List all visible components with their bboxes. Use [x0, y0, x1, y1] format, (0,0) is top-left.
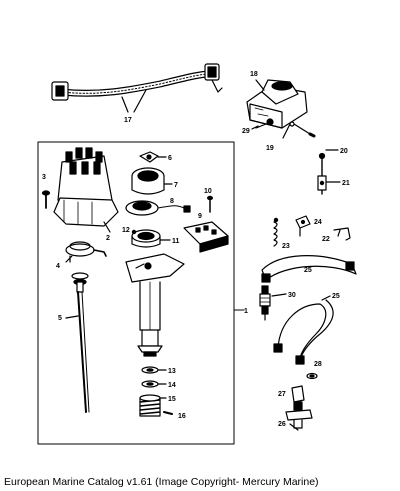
callout-30: 30: [288, 292, 296, 299]
callout-26: 26: [278, 421, 286, 428]
rotor: [139, 151, 167, 163]
callout-27: 27: [278, 391, 286, 398]
roll-pin: [163, 411, 173, 415]
drive-gear: [139, 394, 167, 417]
callout-21: 21: [342, 180, 350, 187]
callout-8: 8: [170, 198, 174, 205]
pickup-coil: [125, 200, 191, 216]
callout-1: 1: [244, 308, 248, 315]
washer-13: [141, 366, 167, 374]
ignition-module: [183, 195, 229, 253]
callout-23: 23: [282, 243, 290, 250]
clip: [295, 215, 311, 237]
ignition-coil: [246, 79, 316, 139]
washer-14: [141, 380, 167, 388]
callout-13: 13: [168, 368, 176, 375]
callout-16: 16: [178, 413, 186, 420]
callout-22: 22: [322, 236, 330, 243]
cap-screw: [41, 190, 51, 209]
callout-17: 17: [124, 117, 132, 124]
seal-ring: [306, 372, 318, 380]
callout-19: 19: [266, 145, 274, 152]
callout-9: 9: [198, 213, 202, 220]
callout-14: 14: [168, 382, 176, 389]
bracket: [317, 149, 341, 195]
callout-6: 6: [168, 155, 172, 162]
callout-18: 18: [250, 71, 258, 78]
callout-15: 15: [168, 396, 176, 403]
callout-11: 11: [172, 238, 180, 245]
callout-10: 10: [204, 188, 212, 195]
pole-piece: [131, 229, 171, 248]
hook: [333, 227, 351, 241]
image-caption: European Marine Catalog v1.61 (Image Cop…: [4, 476, 319, 488]
upper-housing: [131, 167, 173, 195]
retainer-lower: [273, 295, 334, 365]
distributor-assembly-frame: [37, 141, 235, 445]
hold-down-clamp: [65, 241, 107, 263]
callout-25a: 25: [304, 267, 312, 274]
distributor-housing: [125, 253, 185, 357]
callout-29: 29: [242, 128, 250, 135]
wiring-harness: [51, 63, 223, 113]
retainer-upper: [261, 255, 357, 283]
callout-12: 12: [122, 227, 130, 234]
callout-3: 3: [42, 174, 46, 181]
distributor-shaft: [65, 272, 90, 413]
callout-7: 7: [174, 182, 178, 189]
callout-20: 20: [340, 148, 348, 155]
spring: [273, 217, 279, 247]
callout-24: 24: [314, 219, 322, 226]
distributor-cap: [53, 147, 119, 233]
callout-2: 2: [106, 235, 110, 242]
callout-4: 4: [56, 263, 60, 270]
callout-5: 5: [58, 315, 62, 322]
callout-28: 28: [314, 361, 322, 368]
spark-plug: [259, 285, 287, 321]
sender-assembly: [285, 385, 313, 431]
callout-labels: 1 2 3 4 5 6 7 8 9 10 11 12 13 14 15 16 1…: [42, 71, 350, 428]
callout-25b: 25: [332, 293, 340, 300]
